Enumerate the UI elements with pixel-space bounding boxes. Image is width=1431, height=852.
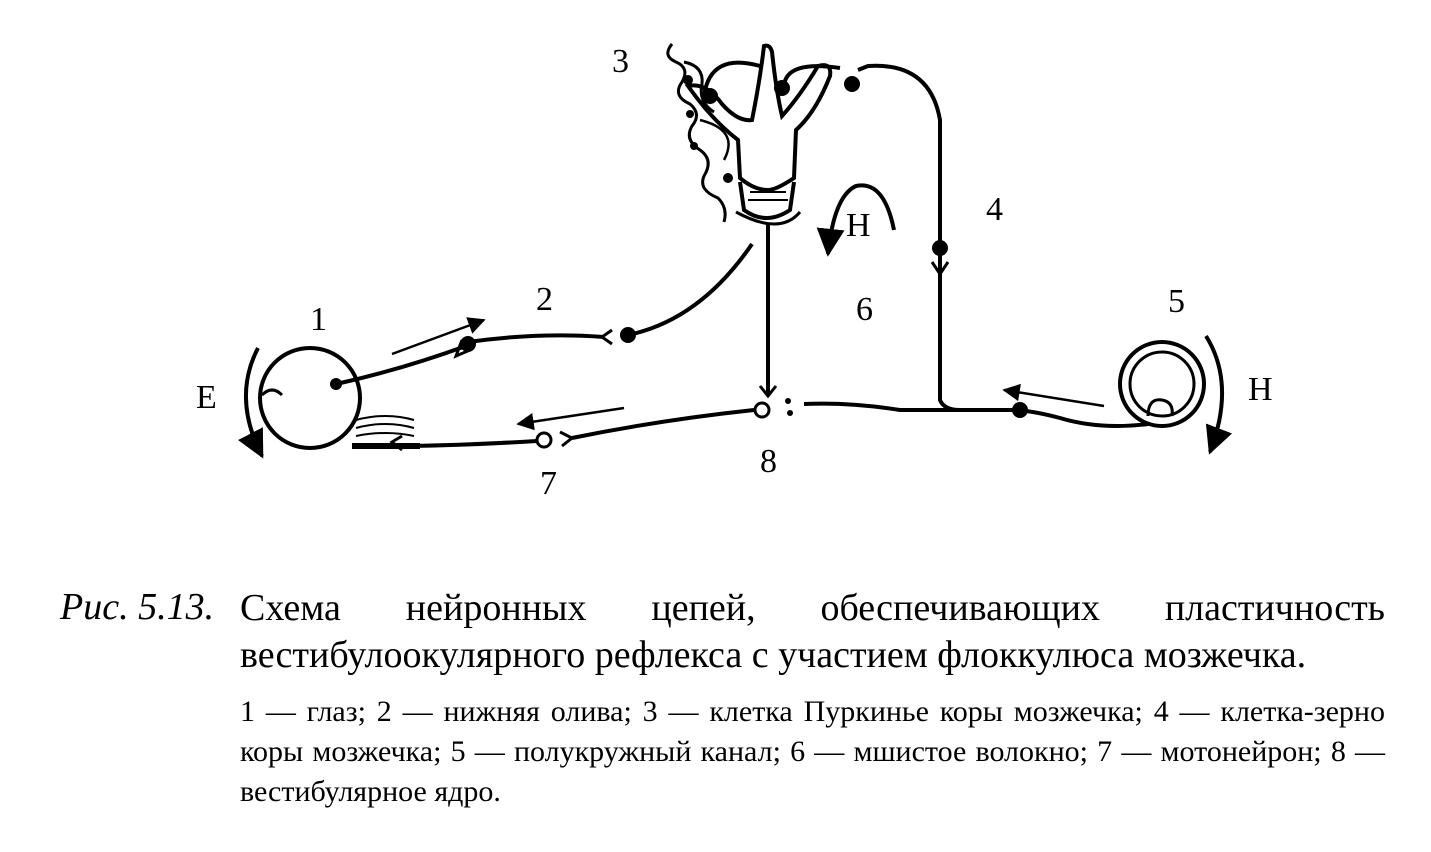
label-6: 6	[856, 291, 873, 328]
caption-number: Рис. 5.13.	[60, 586, 215, 628]
label-7: 7	[540, 465, 557, 502]
eye-muscle	[352, 415, 420, 449]
mossy-fibre	[803, 401, 1149, 428]
caption-legend: 1 — глаз; 2 — нижняя олива; 3 — клетка П…	[240, 695, 1385, 808]
eye-rotation-arrow	[237, 347, 264, 459]
motor-pathway	[389, 408, 755, 452]
head-rotation-arrow-right	[1204, 334, 1233, 455]
signal-arrow-2	[391, 317, 486, 356]
label-H-right: H	[1248, 371, 1273, 408]
signal-arrow-canal	[1002, 383, 1105, 408]
label-H-top: H	[846, 207, 871, 244]
vestibular-nucleus	[753, 398, 793, 419]
label-5: 5	[1168, 283, 1185, 320]
label-E: E	[196, 379, 217, 416]
eye	[258, 346, 362, 450]
head-rotation-arrow-top	[816, 183, 896, 257]
mossy-fibre-synapse	[1012, 402, 1028, 418]
granule-cell-pathway	[857, 63, 961, 412]
label-2: 2	[536, 281, 553, 318]
semicircular-canal	[1118, 340, 1206, 428]
label-8: 8	[760, 443, 777, 480]
caption-title: Схема нейронных цепей, обеспечивающих пл…	[240, 587, 1385, 676]
signal-arrow-motor	[516, 406, 625, 431]
olive-pathway	[335, 242, 754, 386]
parallel-fibres	[702, 60, 860, 97]
climbing-fibre	[666, 43, 733, 223]
label-4: 4	[986, 191, 1003, 228]
purkinje-cell	[684, 43, 833, 226]
label-1: 1	[310, 301, 327, 338]
label-3: 3	[612, 43, 629, 80]
purkinje-axon-terminal	[758, 385, 778, 399]
